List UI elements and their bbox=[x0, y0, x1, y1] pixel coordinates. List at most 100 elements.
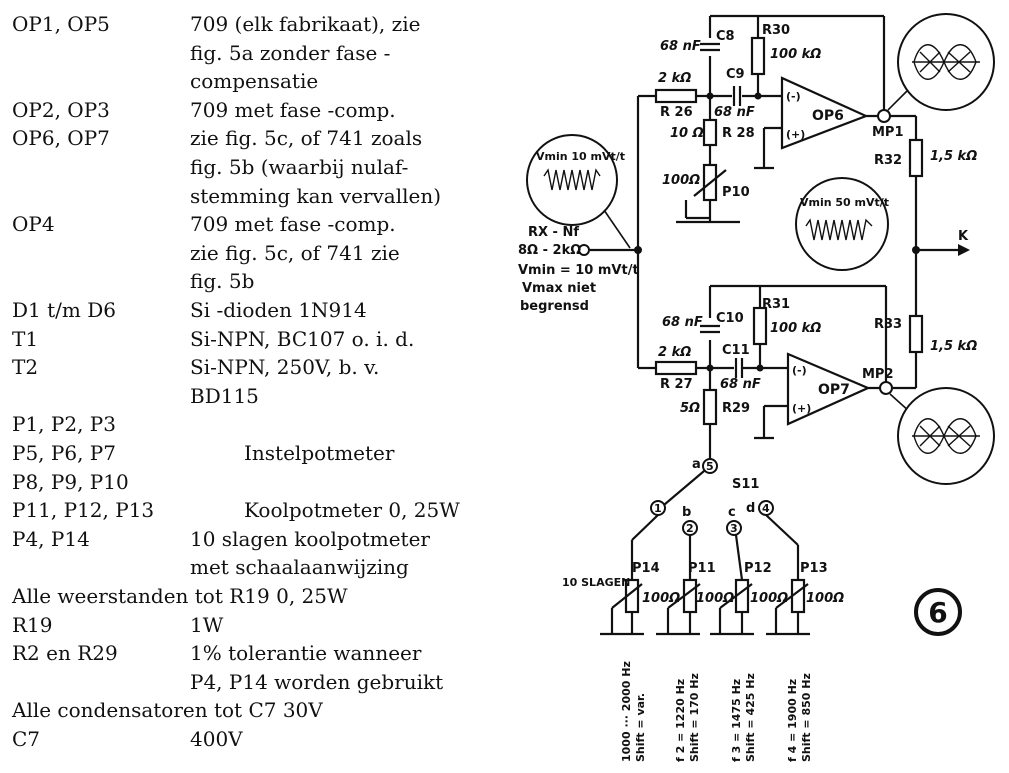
svg-text:10 SLAGEN: 10 SLAGEN bbox=[562, 576, 630, 589]
parts-list-value: Koolpotmeter 0, 25W bbox=[244, 498, 460, 523]
potentiometer-p10: 100Ω P10 bbox=[662, 163, 750, 202]
svg-text:P11: P11 bbox=[688, 561, 716, 576]
svg-text:10 Ω: 10 Ω bbox=[670, 126, 704, 141]
parts-list-value: 709 met fase -comp. bbox=[190, 212, 396, 237]
freq-label-1-line1: 1000 ··· 2000 Hz bbox=[620, 661, 633, 762]
parts-list-label: OP4 bbox=[12, 212, 55, 237]
parts-list-value: zie fig. 5c, of 741 zie bbox=[190, 240, 400, 265]
resistor-r29: 5Ω R29 bbox=[680, 388, 750, 426]
parts-list-value: BD115 bbox=[190, 383, 259, 408]
parts-list-label: R19 bbox=[12, 612, 53, 637]
parts-list-label: R2 en R29 bbox=[12, 641, 118, 666]
parts-list-value: 709 (elk fabrikaat), zie bbox=[190, 12, 421, 36]
svg-text:S11: S11 bbox=[732, 477, 759, 492]
svg-text:c: c bbox=[728, 505, 736, 520]
svg-text:R32: R32 bbox=[874, 153, 902, 168]
svg-text:4: 4 bbox=[762, 502, 770, 515]
capacitor-c9: C9 68 nF bbox=[714, 67, 755, 120]
freq-label-3-line1: f 3 = 1475 Hz bbox=[730, 679, 743, 762]
svg-text:P10: P10 bbox=[722, 185, 750, 200]
svg-text:R 26: R 26 bbox=[660, 105, 693, 120]
potentiometer-p12: P12 100Ω bbox=[719, 561, 788, 614]
resistor-r30: R30 100 kΩ bbox=[750, 23, 821, 76]
svg-text:MP1: MP1 bbox=[872, 125, 904, 140]
resistor-r32: R32 1,5 kΩ bbox=[874, 138, 977, 178]
svg-text:68 nF: 68 nF bbox=[714, 105, 755, 120]
svg-text:Vmax niet: Vmax niet bbox=[522, 281, 596, 296]
potentiometer-p11: P11 100Ω bbox=[667, 561, 734, 614]
svg-text:Vmin = 10 mVt/t: Vmin = 10 mVt/t bbox=[518, 263, 639, 278]
capacitor-c8: C8 68 nF bbox=[660, 29, 735, 54]
scope-trace-output: Vmin 50 mVt/t bbox=[795, 177, 889, 271]
parts-list-label: OP6, OP7 bbox=[12, 126, 110, 151]
svg-text:a: a bbox=[692, 457, 701, 472]
svg-text:P12: P12 bbox=[744, 561, 772, 576]
freq-label-1-line2: Shift = var. bbox=[634, 693, 647, 762]
svg-text:5: 5 bbox=[706, 460, 714, 473]
svg-text:100Ω: 100Ω bbox=[750, 591, 788, 606]
svg-text:C11: C11 bbox=[722, 343, 750, 358]
svg-text:OP6: OP6 bbox=[812, 108, 844, 124]
potentiometer-p14: P14 10 SLAGEN 100Ω bbox=[562, 561, 680, 614]
svg-text:R 27: R 27 bbox=[660, 377, 693, 392]
svg-text:MP2: MP2 bbox=[862, 367, 894, 382]
scope-trace-mp2 bbox=[897, 387, 995, 485]
svg-text:R29: R29 bbox=[722, 401, 750, 416]
capacitor-c11: C11 68 nF bbox=[720, 343, 761, 392]
measure-point-mp1: MP1 bbox=[872, 89, 909, 140]
parts-list-value: compensatie bbox=[190, 69, 319, 94]
parts-list-label: D1 t/m D6 bbox=[12, 298, 116, 322]
parts-list-value: fig. 5b bbox=[190, 269, 255, 294]
svg-text:1,5 kΩ: 1,5 kΩ bbox=[930, 339, 977, 354]
parts-list-value: 10 slagen koolpotmeter bbox=[190, 526, 430, 551]
parts-list-label: Alle condensatoren tot C7 30V bbox=[12, 698, 323, 723]
parts-list-value: 1W bbox=[190, 612, 224, 637]
parts-list-value: 709 met fase -comp. bbox=[190, 97, 396, 122]
capacitor-c10: C10 68 nF bbox=[662, 311, 744, 334]
frequency-labels: 1000 ··· 2000 Hz Shift = var. f 2 = 1220… bbox=[620, 661, 813, 762]
figure-number: 6 bbox=[914, 588, 962, 636]
freq-label-4-line1: f 4 = 1900 Hz bbox=[786, 679, 799, 762]
parts-list-label: P11, P12, P13 bbox=[12, 498, 155, 523]
parts-list-label: T1 bbox=[12, 326, 39, 351]
parts-list-value: Si-NPN, 250V, b. v. bbox=[190, 355, 380, 380]
parts-list-label: P4, P14 bbox=[12, 526, 90, 551]
resistor-r26: 2 kΩ R 26 bbox=[654, 71, 698, 120]
freq-label-2-line1: f 2 = 1220 Hz bbox=[674, 679, 687, 762]
svg-text:3: 3 bbox=[730, 522, 738, 535]
scope-trace-input: Vmin 10 mVt/t bbox=[526, 134, 631, 249]
potentiometer-p13: P13 100Ω bbox=[775, 561, 844, 614]
resistor-r33: R33 1,5 kΩ bbox=[874, 314, 977, 354]
parts-list-value: 1% tolerantie wanneer bbox=[190, 641, 422, 666]
parts-list-value: met schaalaanwijzing bbox=[190, 555, 409, 580]
resistor-r28: 10 Ω R 28 bbox=[670, 118, 755, 147]
wiring bbox=[590, 14, 958, 636]
freq-label-2-line2: Shift = 170 Hz bbox=[688, 673, 701, 762]
scope-trace-mp1 bbox=[897, 13, 995, 111]
parts-list-label: OP1, OP5 bbox=[12, 12, 110, 36]
svg-text:R30: R30 bbox=[762, 23, 790, 38]
svg-text:R33: R33 bbox=[874, 317, 902, 332]
parts-list-label: P8, P9, P10 bbox=[12, 469, 129, 494]
svg-text:C9: C9 bbox=[726, 67, 745, 82]
svg-text:(-): (-) bbox=[786, 90, 801, 103]
svg-text:1: 1 bbox=[654, 502, 662, 515]
svg-text:Vmin 10 mVt/t: Vmin 10 mVt/t bbox=[536, 150, 625, 163]
parts-list-value: zie fig. 5c, of 741 zoals bbox=[190, 126, 423, 151]
svg-text:R 28: R 28 bbox=[722, 126, 755, 141]
output-terminal-k: K bbox=[958, 229, 970, 256]
svg-text:OP7: OP7 bbox=[818, 382, 850, 398]
svg-text:100Ω: 100Ω bbox=[696, 591, 734, 606]
svg-text:100Ω: 100Ω bbox=[662, 173, 700, 188]
svg-text:P13: P13 bbox=[800, 561, 828, 576]
svg-text:2 kΩ: 2 kΩ bbox=[658, 71, 691, 86]
parts-list-value: 400V bbox=[190, 727, 243, 751]
svg-text:C10: C10 bbox=[716, 311, 744, 326]
parts-list-label: P5, P6, P7 bbox=[12, 441, 116, 465]
svg-text:R31: R31 bbox=[762, 297, 790, 312]
svg-text:68 nF: 68 nF bbox=[660, 39, 701, 54]
svg-text:(-): (-) bbox=[792, 364, 807, 377]
measure-point-mp2: MP2 bbox=[862, 367, 911, 413]
svg-text:begrensd: begrensd bbox=[520, 299, 589, 314]
